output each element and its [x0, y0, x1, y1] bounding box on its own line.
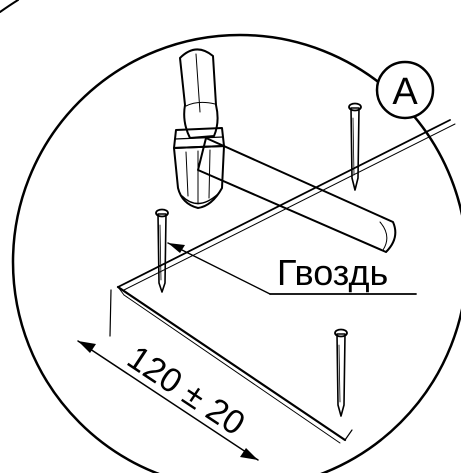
- nail-icon: [155, 208, 169, 293]
- nail-icon: [348, 102, 362, 191]
- badge-circle: [375, 60, 435, 120]
- board-front-edge-inner: [123, 294, 341, 444]
- badge-letter: A: [392, 71, 418, 113]
- board-front-edge: [116, 285, 347, 442]
- nail-label: Гвоздь: [277, 252, 388, 293]
- board-corner: [117, 286, 125, 296]
- dimension-ext-line-right: [344, 429, 353, 441]
- detail-circle: [11, 33, 461, 473]
- detail-badge: A: [375, 60, 435, 120]
- hammer-icon: [173, 48, 397, 253]
- dimension-line: [77, 340, 259, 461]
- nail-icon: [334, 328, 348, 417]
- board-back-edge: [117, 119, 451, 288]
- nail-leader: [167, 242, 417, 295]
- dimension-ext-line-left: [109, 289, 112, 337]
- outer-circle-arc: [0, 0, 19, 13]
- board-back-edge-inner: [123, 123, 456, 291]
- dimension-label: 120 ± 20: [121, 339, 252, 444]
